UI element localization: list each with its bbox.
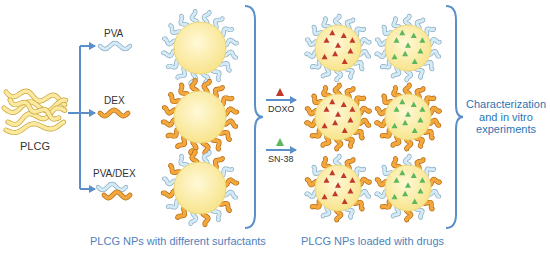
drug-triangle — [324, 37, 330, 43]
drug-triangle — [419, 37, 425, 43]
drug-triangle — [342, 198, 348, 204]
plcg-strand — [6, 122, 64, 132]
drug-label: SN-38 — [268, 154, 294, 164]
drug-triangle — [349, 177, 355, 183]
dex-strand — [104, 192, 130, 198]
nanoparticle-core — [174, 22, 226, 74]
drug-arrow — [266, 99, 296, 101]
drug-triangle — [276, 138, 284, 146]
drug-triangle — [405, 111, 411, 117]
dex-strand-outline — [100, 110, 128, 116]
drug-triangle — [342, 58, 348, 64]
drug-triangle — [341, 173, 347, 179]
drug-triangle — [347, 48, 353, 54]
drug-triangle — [392, 194, 398, 200]
pva-strand — [98, 184, 126, 190]
drug-triangle — [402, 191, 408, 197]
plcg-strand-outline — [6, 122, 64, 132]
brace — [446, 6, 463, 228]
drug-triangle — [402, 120, 408, 126]
nanoparticle-core — [174, 162, 226, 214]
drug-triangle — [417, 117, 423, 123]
drug-triangle — [347, 188, 353, 194]
nanoparticle-core — [385, 94, 431, 140]
drug-triangle — [412, 127, 418, 133]
surfactant-label: DEX — [104, 95, 125, 107]
drug-triangle — [394, 37, 400, 43]
surfactant-label: PVA — [104, 28, 123, 40]
drug-triangle — [347, 117, 353, 123]
drug-triangle — [332, 191, 338, 197]
drug-triangle — [402, 51, 408, 57]
drug-triangle — [322, 54, 328, 60]
branch-arrow — [80, 112, 95, 114]
branch-arrow — [80, 45, 95, 47]
drug-triangle — [324, 106, 330, 112]
drug-triangle — [322, 194, 328, 200]
drug-triangle — [399, 170, 405, 176]
drug-triangle — [335, 42, 341, 48]
drug-triangle — [417, 188, 423, 194]
pva-strand-outline — [100, 43, 130, 49]
drug-triangle — [349, 37, 355, 43]
drug-triangle — [332, 51, 338, 57]
drug-triangle — [329, 99, 335, 105]
dex-strand-outline — [104, 192, 130, 198]
group-caption: PLCG NPs loaded with drugs — [301, 235, 444, 248]
drug-triangle — [411, 173, 417, 179]
nanoparticle-core — [315, 25, 361, 71]
drug-triangle — [394, 177, 400, 183]
nanoparticle-core — [385, 25, 431, 71]
drug-triangle — [419, 106, 425, 112]
drug-triangle — [411, 102, 417, 108]
drug-arrow — [266, 149, 296, 151]
drug-triangle — [419, 177, 425, 183]
outcome-text: Characterization and in vitro experiment… — [464, 98, 548, 136]
drug-triangle — [335, 182, 341, 188]
drug-triangle — [329, 170, 335, 176]
drug-triangle — [392, 54, 398, 60]
dex-strand — [100, 110, 128, 116]
drug-triangle — [399, 30, 405, 36]
nanoparticle-core — [174, 91, 226, 143]
pva-strand-outline — [98, 184, 126, 190]
drug-triangle — [335, 111, 341, 117]
drug-triangle — [412, 58, 418, 64]
drug-triangle — [412, 198, 418, 204]
nanoparticle-core — [315, 94, 361, 140]
drug-triangle — [405, 182, 411, 188]
branch-line — [68, 46, 80, 189]
polymer-label: PLCG — [20, 140, 50, 153]
plcg-strand — [10, 100, 59, 119]
drug-triangle — [417, 48, 423, 54]
nanoparticle-core — [315, 165, 361, 211]
brace — [245, 6, 263, 228]
branch-arrow — [80, 188, 95, 190]
drug-triangle — [411, 33, 417, 39]
drug-triangle — [329, 30, 335, 36]
nanoparticle-core — [385, 165, 431, 211]
drug-triangle — [349, 106, 355, 112]
drug-triangle — [322, 123, 328, 129]
surfactant-label: PVA/DEX — [93, 168, 136, 180]
drug-triangle — [341, 33, 347, 39]
drug-triangle — [324, 177, 330, 183]
pva-strand — [100, 43, 130, 49]
drug-label: DOXO — [268, 104, 295, 114]
drug-triangle — [399, 99, 405, 105]
plcg-strand-outline — [10, 100, 59, 119]
drug-triangle — [341, 102, 347, 108]
drug-triangle — [394, 106, 400, 112]
drug-triangle — [276, 88, 284, 96]
drug-triangle — [405, 42, 411, 48]
group-caption: PLCG NPs with different surfactants — [90, 235, 266, 248]
drug-triangle — [392, 123, 398, 129]
drug-triangle — [332, 120, 338, 126]
drug-triangle — [342, 127, 348, 133]
